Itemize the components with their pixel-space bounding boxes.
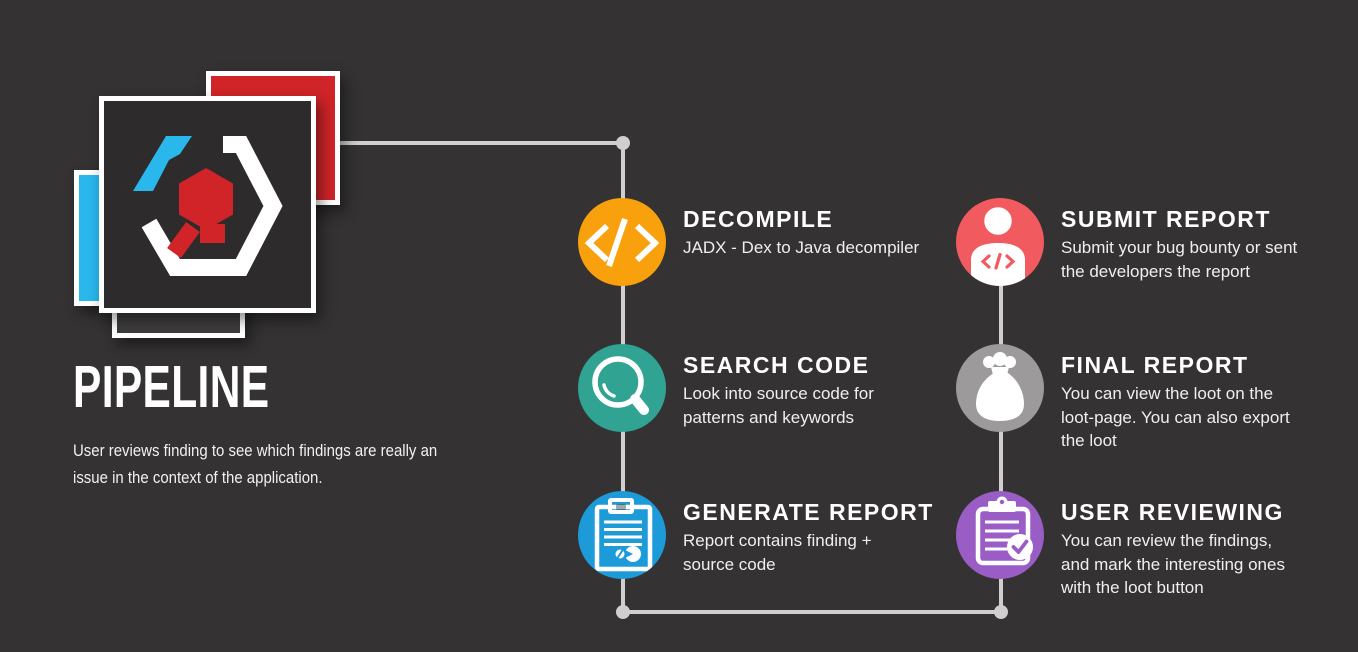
person-icon — [971, 203, 1025, 286]
step-search-code: SEARCH CODE Look into source code for pa… — [683, 350, 968, 429]
logo-red-key — [167, 168, 233, 259]
logo-hex-white-bottom — [141, 218, 234, 276]
step-title: GENERATE REPORT — [683, 499, 934, 525]
step-description: You can view the loot on the loot-page. … — [1061, 384, 1290, 450]
step-description: Report contains finding + source code — [683, 531, 872, 574]
step-description: Look into source code for patterns and k… — [683, 384, 874, 427]
step-title: DECOMPILE — [683, 206, 834, 232]
step-title: SUBMIT REPORT — [1061, 206, 1271, 232]
connector-dot-bottom-right — [994, 605, 1008, 619]
chest-code-glyph — [980, 252, 1016, 270]
step-title: FINAL REPORT — [1061, 352, 1249, 378]
search-icon — [592, 356, 649, 415]
step-circle-search-code — [578, 344, 666, 432]
logo-hex-blue-segment — [133, 136, 192, 191]
step-description: Submit your bug bounty or sent the devel… — [1061, 238, 1298, 281]
logo-hex-white-chevron — [223, 136, 283, 276]
step-final-report: FINAL REPORT You can view the loot on th… — [1061, 350, 1346, 453]
step-title: USER REVIEWING — [1061, 499, 1284, 525]
step-user-reviewing: USER REVIEWING You can review the findin… — [1061, 497, 1346, 600]
clipboard-check-icon — [975, 496, 1033, 566]
step-submit-report: SUBMIT REPORT Submit your bug bounty or … — [1061, 204, 1346, 283]
connector-bottom-horizontal — [621, 610, 1003, 614]
logo-main-square — [99, 96, 316, 313]
connector-top-horizontal — [338, 141, 625, 145]
report-icon — [594, 498, 653, 572]
step-circle-decompile — [578, 198, 666, 286]
code-icon — [584, 218, 660, 267]
step-circle-generate-report — [578, 491, 666, 579]
step-circle-user-reviewing — [956, 491, 1044, 579]
step-decompile: DECOMPILE JADX - Dex to Java decompiler — [683, 204, 968, 260]
step-description: You can review the findings, and mark th… — [1061, 531, 1285, 597]
hexagon-code-logo — [133, 136, 283, 276]
pipeline-description: User reviews finding to see which findin… — [73, 441, 438, 487]
step-circle-submit-report — [956, 198, 1044, 286]
money-bag-icon — [976, 352, 1024, 421]
step-generate-report: GENERATE REPORT Report contains finding … — [683, 497, 968, 576]
connector-dot-top — [616, 136, 630, 150]
step-description: JADX - Dex to Java decompiler — [683, 238, 920, 257]
step-title: SEARCH CODE — [683, 352, 870, 378]
step-circle-final-report — [956, 344, 1044, 432]
pipeline-title: PIPELINE — [73, 354, 270, 420]
connector-dot-bottom-left — [616, 605, 630, 619]
